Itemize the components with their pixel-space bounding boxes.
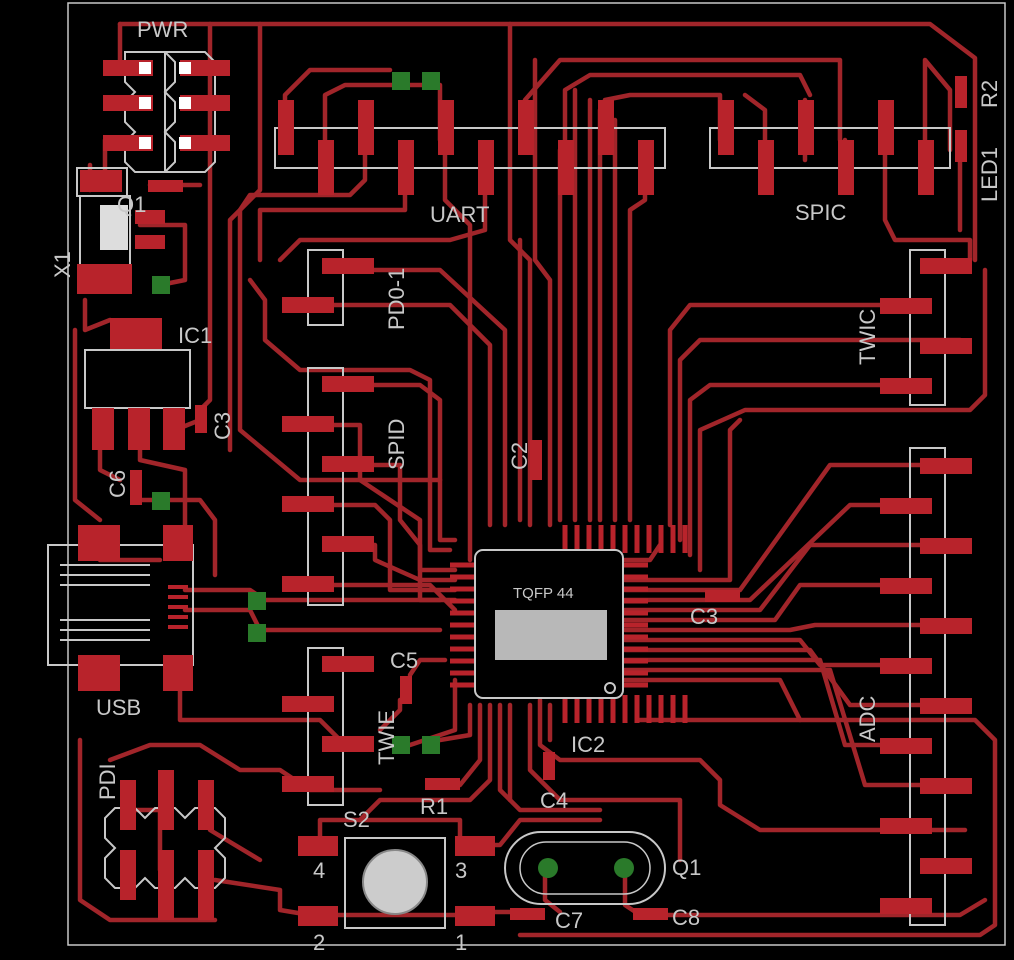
chip-pad [574, 695, 580, 723]
chip-pad [450, 610, 478, 616]
label-q1-top: Q1 [117, 192, 146, 217]
label-s2: S2 [343, 807, 370, 832]
label-tqfp: TQFP 44 [513, 585, 574, 602]
label-c5: C5 [390, 648, 418, 673]
chip-pad [620, 622, 648, 628]
label-ic1: IC1 [178, 323, 212, 348]
chip-pad [562, 525, 568, 553]
chip-pad [670, 525, 676, 553]
chip-pad [622, 525, 628, 553]
left-headers [282, 249, 374, 806]
spic-header [709, 100, 951, 195]
chip-pad [450, 658, 478, 664]
label-adc: ADC [855, 695, 880, 742]
chip-pad [586, 525, 592, 553]
label-led1: LED1 [977, 147, 1002, 202]
chip-pad [586, 695, 592, 723]
label-r1: R1 [420, 794, 448, 819]
chip-pad [574, 525, 580, 553]
label-pin2: 2 [313, 930, 325, 955]
label-pd01: PD0-1 [384, 268, 409, 330]
label-spic: SPIC [795, 200, 846, 225]
chip-pad [450, 622, 478, 628]
board-outline [67, 2, 1006, 946]
label-q1-bottom: Q1 [672, 855, 701, 880]
chip-pad [620, 634, 648, 640]
label-c6: C6 [105, 470, 130, 498]
chip-pad [682, 695, 688, 723]
regulator-ic1 [84, 318, 191, 450]
chip-pad [598, 525, 604, 553]
label-x1: X1 [50, 251, 75, 278]
chip-pad [450, 586, 478, 592]
label-c3-vertical: C3 [210, 412, 235, 440]
chip-pad [634, 695, 640, 723]
silkscreen-labels: PWR Q1 X1 IC1 C3 C6 USB PDI UART SPIC R2… [50, 17, 1002, 955]
chip-pad [658, 525, 664, 553]
label-pdi: PDI [95, 763, 120, 800]
chip-pad [620, 682, 648, 688]
chip-pad [598, 695, 604, 723]
label-c4: C4 [540, 788, 568, 813]
chip-pad [450, 574, 478, 580]
label-pin3: 3 [455, 858, 467, 883]
chip-pad [646, 525, 652, 553]
vias [152, 72, 440, 754]
chip-pad [450, 562, 478, 568]
crystal-q1-bottom [504, 831, 666, 905]
chip-pad [620, 574, 648, 580]
chip-pad [620, 586, 648, 592]
chip-pad [450, 634, 478, 640]
label-c3: C3 [690, 604, 718, 629]
label-c8: C8 [672, 905, 700, 930]
chip-pad [646, 695, 652, 723]
usb-connector [47, 525, 194, 691]
label-spid: SPID [384, 419, 409, 470]
label-usb: USB [96, 695, 141, 720]
label-c2: C2 [507, 442, 532, 470]
chip-pad [562, 695, 568, 723]
chip-pad [670, 695, 676, 723]
pwr-header [103, 51, 230, 173]
right-headers [880, 249, 972, 926]
chip-pad [620, 658, 648, 664]
label-pin1: 1 [455, 930, 467, 955]
pdi-header [104, 770, 226, 920]
label-c7: C7 [555, 908, 583, 933]
tqfp44-chip [450, 525, 688, 723]
label-twic: TWIC [855, 309, 880, 365]
label-ic2: IC2 [571, 732, 605, 757]
label-pwr: PWR [137, 17, 188, 42]
chip-pad [620, 562, 648, 568]
chip-pad [658, 695, 664, 723]
chip-pad [634, 525, 640, 553]
label-pin4: 4 [313, 858, 325, 883]
crystal-q1-top [76, 167, 165, 294]
uart-header [274, 100, 666, 195]
chip-pad [620, 610, 648, 616]
chip-pad [450, 598, 478, 604]
label-uart: UART [430, 202, 490, 227]
chip-pad [450, 646, 478, 652]
label-r2: R2 [977, 80, 1002, 108]
switch-s2 [298, 836, 495, 929]
label-twie: TWIE [374, 710, 399, 765]
chip-pad [450, 670, 478, 676]
chip-pad [610, 525, 616, 553]
chip-pad [682, 525, 688, 553]
chip-pad [622, 695, 628, 723]
chip-pad [620, 646, 648, 652]
chip-pad [450, 682, 478, 688]
chip-pad [620, 598, 648, 604]
smd-components [130, 76, 967, 920]
chip-pad [620, 670, 648, 676]
chip-pad [610, 695, 616, 723]
